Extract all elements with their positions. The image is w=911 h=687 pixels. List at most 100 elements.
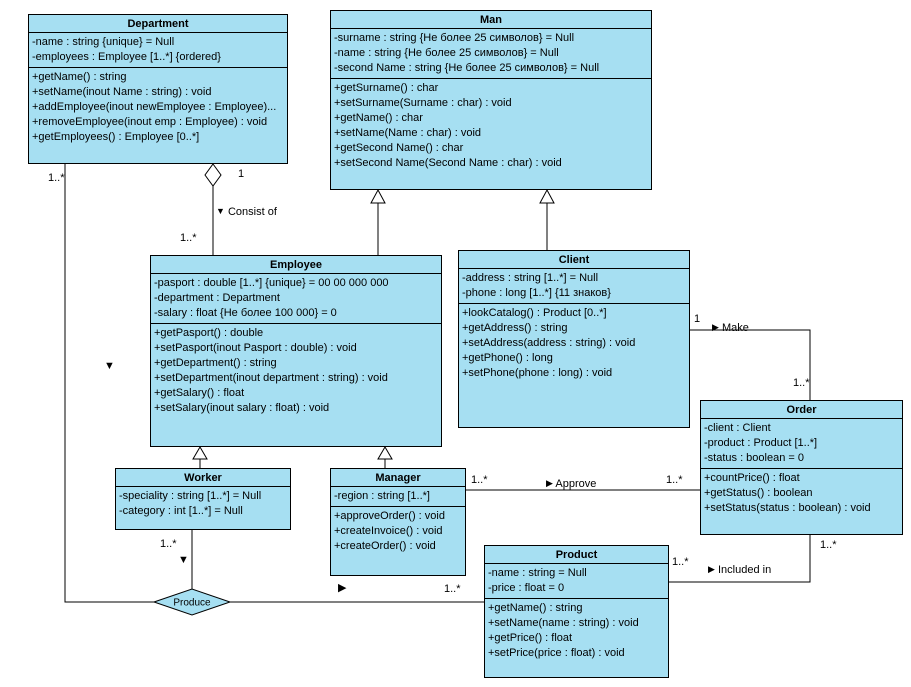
class-attribute: -name : string {Не более 25 символов} = … [334,47,559,59]
arrow-down-icon: ▼ [104,360,115,372]
class-attribute: -client : Client [704,422,771,434]
produce-nary-diamond[interactable] [152,588,232,616]
generalization-triangle-icon [370,188,386,204]
class-attribute: -product : Product [1..*] [704,437,818,449]
attributes-compartment: -pasport : double [1..*] {unique} = 00 0… [151,274,441,324]
attributes-compartment: -region : string [1..*] [331,487,465,507]
class-attribute: -speciality : string [1..*] = Null [119,490,262,502]
attributes-compartment: -name : string = Null-price : float = 0 [485,564,668,599]
methods-compartment: +lookCatalog() : Product [0..*] +getAddre… [459,304,689,427]
class-attribute: -department : Department [154,292,280,304]
multiplicity-label: 1..* [672,556,689,568]
multiplicity-label: 1 [694,313,701,325]
generalization-triangle-icon [192,446,208,460]
association-label-consist-of: ▼ Consist of [216,205,277,219]
class-method: +countPrice() : float [704,472,800,484]
nary-association-name: Produce [173,597,211,609]
association-included-in-line[interactable] [669,535,811,583]
class-product[interactable]: Product -name : string = Null-price : fl… [484,545,669,678]
arrow-down-icon: ▼ [216,206,225,216]
association-label-text: Make [721,322,749,334]
class-method: +setAddress(address : string) : void [462,337,636,349]
class-method: +removeEmployee(inout emp : Employee) : … [32,116,268,128]
multiplicity-label: 1..* [820,539,837,551]
class-attribute: -pasport : double [1..*] {unique} = 00 0… [154,277,389,289]
class-method: +setStatus(status : boolean) : void [704,502,871,514]
association-label-text: Consist of [227,206,277,218]
methods-compartment: +getName() : string+setName(name : strin… [485,599,668,677]
class-title: Department [29,15,287,33]
multiplicity-label: 1..* [160,538,177,550]
class-method: +createOrder() : void [334,540,436,552]
arrow-right-icon: ▶ [546,478,553,488]
class-title: Client [459,251,689,269]
class-method: +getSurname() : char [334,82,439,94]
class-method: +setSalary(inout salary : float) : void [154,402,330,414]
generalization-triangle-icon [377,446,393,460]
class-title: Worker [116,469,290,487]
class-method: +getSalary() : float [154,387,245,399]
class-employee[interactable]: Employee -pasport : double [1..*] {uniqu… [150,255,442,447]
class-title: Man [331,11,651,29]
attributes-compartment: -client : Client -product : Product [1..*… [701,419,902,469]
methods-compartment: +getPasport() : double +setPasport(inout … [151,324,441,446]
methods-compartment: +approveOrder() : void+createInvoice() :… [331,507,465,575]
class-method: +getAddress() : string [462,322,568,334]
methods-compartment: +countPrice() : float +getStatus() : bool… [701,469,902,534]
class-method: +getName() : char [334,112,423,124]
class-method: +getName() : string [488,602,583,614]
class-method: +setSurname(Surname : char) : void [334,97,512,109]
aggregation-diamond-icon [204,163,222,187]
class-method: +getStatus() : boolean [704,487,813,499]
class-attribute: -name : string {unique} = Null [32,36,175,48]
class-attribute: -salary : float {Не более 100 000} = 0 [154,307,337,319]
methods-compartment: +getName() : string+setName(inout Name :… [29,68,287,163]
class-method: +setName(Name : char) : void [334,127,482,139]
multiplicity-label: 1..* [471,474,488,486]
class-method: +setSecond Name(Second Name : char) : vo… [334,157,562,169]
class-order[interactable]: Order -client : Client -product : Product… [700,400,903,535]
class-attribute: -category : int [1..*] = Null [119,505,243,517]
class-method: +setPhone(phone : long) : void [462,367,613,379]
multiplicity-label: 1..* [793,377,810,389]
multiplicity-label: 1..* [48,172,65,184]
arrow-right-icon: ▶ [338,582,347,594]
multiplicity-label: 1..* [180,232,197,244]
class-method: +getSecond Name() : char [334,142,464,154]
class-method: +setPrice(price : float) : void [488,647,625,659]
methods-compartment: +getSurname() : char +setSurname(Surname … [331,79,651,189]
class-method: +setDepartment(inout department : string… [154,372,388,384]
multiplicity-label: 1..* [666,474,683,486]
produce-department-leg-line[interactable] [64,164,154,603]
arrow-right-icon: ▶ [708,564,715,574]
class-method: +lookCatalog() : Product [0..*] [462,307,607,319]
class-worker[interactable]: Worker -speciality : string [1..*] = Nul… [115,468,291,530]
association-make-line[interactable] [690,329,811,400]
class-attribute: -employees : Employee [1..*] {ordered} [32,51,221,63]
class-man[interactable]: Man -surname : string {Не более 25 симво… [330,10,652,190]
class-department[interactable]: Department -name : string {unique} = Nul… [28,14,288,164]
class-attribute: -region : string [1..*] [334,490,430,502]
multiplicity-label: 1 [238,168,245,180]
class-method: +getPrice() : float [488,632,573,644]
attributes-compartment: -surname : string {Не более 25 символов}… [331,29,651,79]
association-label-text: Included in [717,564,772,576]
class-method: +getPasport() : double [154,327,264,339]
class-attribute: -surname : string {Не более 25 символов}… [334,32,575,44]
class-attribute: -name : string = Null [488,567,587,579]
association-label-make: ▶ Make [712,321,749,335]
arrow-down-icon: ▼ [178,554,189,566]
class-method: +setName(inout Name : string) : void [32,86,212,98]
class-method: +setPasport(inout Pasport : double) : vo… [154,342,357,354]
class-attribute: -address : string [1..*] = Null [462,272,599,284]
multiplicity-label: 1..* [444,583,461,595]
attributes-compartment: -address : string [1..*] = Null -phone : … [459,269,689,304]
class-attribute: -second Name : string {Не более 25 симво… [334,62,600,74]
association-label-included-in: ▶ Included in [708,563,771,577]
class-manager[interactable]: Manager -region : string [1..*] +approve… [330,468,466,576]
class-attribute: -phone : long [1..*] {11 знаков} [462,287,611,299]
class-title: Order [701,401,902,419]
class-client[interactable]: Client -address : string [1..*] = Null -p… [458,250,690,428]
